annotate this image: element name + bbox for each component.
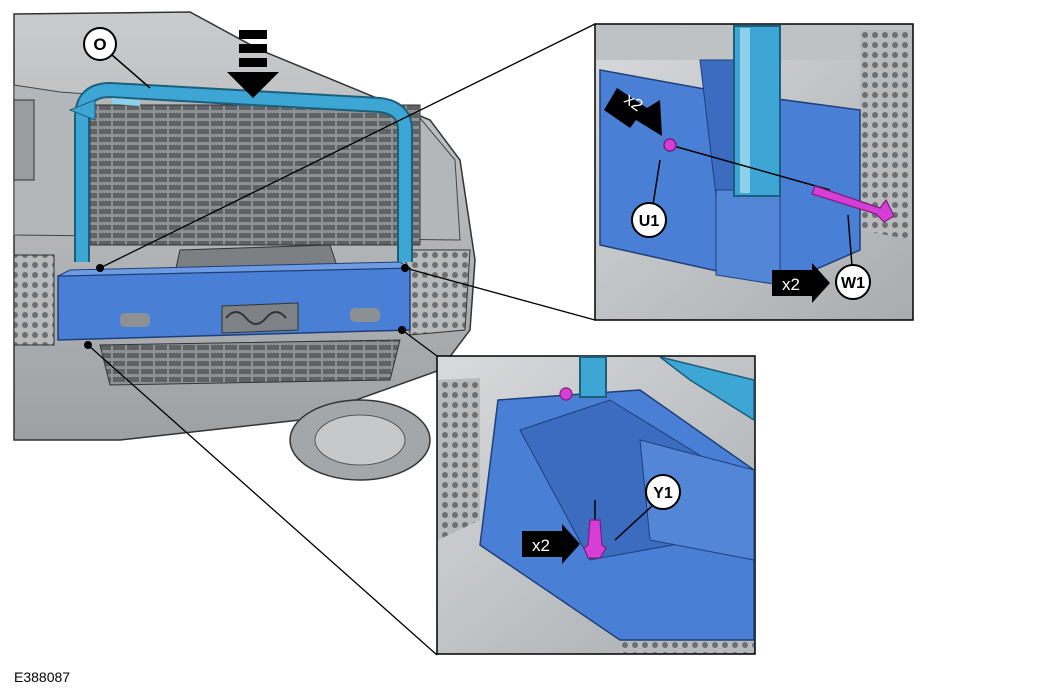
lifting-tube <box>68 82 413 262</box>
quantity-tag-y1: x2 <box>522 524 580 564</box>
callout-u1: U1 <box>631 159 667 238</box>
detail-view-bolts-u1-w1 <box>594 23 914 321</box>
quantity-tag-w1-text: x2 <box>782 275 800 294</box>
callout-w1-label: W1 <box>841 275 865 292</box>
quantity-tag-w1: x2 <box>772 263 830 303</box>
leader-lines <box>87 23 596 656</box>
leader-dots <box>84 264 409 349</box>
callout-u1-label: U1 <box>639 213 660 230</box>
quantity-tag-u1: x2 <box>604 88 662 136</box>
downward-force-arrow <box>227 30 279 98</box>
callout-w1: W1 <box>835 214 871 300</box>
figure-reference: E388087 <box>14 669 71 685</box>
callout-o: O <box>83 27 151 89</box>
callout-y1-label: Y1 <box>653 485 673 502</box>
callout-y1: Y1 <box>614 474 681 541</box>
detail-view-bolts-y1 <box>436 355 756 655</box>
callout-o-label: O <box>93 35 106 54</box>
support-frame-main <box>57 261 412 341</box>
quantity-tag-y1-text: x2 <box>532 536 550 555</box>
